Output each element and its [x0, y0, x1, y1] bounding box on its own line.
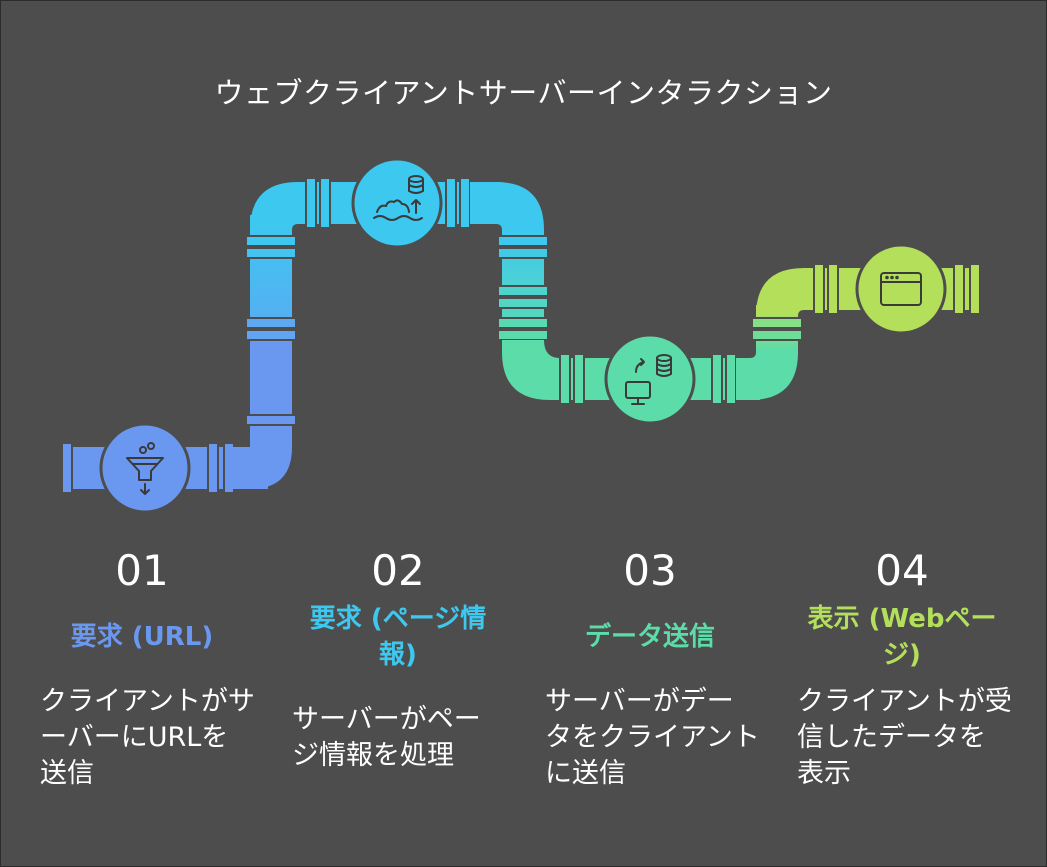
pipe-segment-2 — [300, 177, 570, 400]
step-node-3 — [604, 333, 696, 425]
data-transfer-icon — [625, 354, 672, 405]
step-column-1: 01 要求 (URL) — [27, 545, 257, 655]
step-label: データ送信 — [584, 622, 715, 652]
step-column-3: 03 データ送信 — [535, 545, 765, 655]
step-node-2 — [351, 157, 443, 249]
step-number: 01 — [115, 546, 169, 595]
data-processing-icon — [373, 175, 424, 221]
step-description-2: サーバーがページ情報を処理 — [292, 704, 481, 771]
step-label: 表示 (Webページ) — [807, 604, 997, 670]
step-description-3: サーバーがデータをクライアントに送信 — [545, 686, 760, 789]
step-description-1: クライアントがサーバーにURLを送信 — [40, 686, 255, 789]
browser-window-icon — [880, 272, 922, 306]
step-node-4 — [855, 243, 947, 335]
diagram-title: ウェブクライアントサーバーインタラクション — [214, 76, 833, 110]
funnel-icon — [126, 442, 164, 495]
step-number: 04 — [875, 546, 929, 595]
step-column-4: 04 表示 (Webページ) — [787, 545, 1017, 673]
step-number: 03 — [623, 546, 677, 595]
pipe-segment-1 — [61, 182, 310, 494]
step-column-2: 02 要求 (ページ情報) — [283, 545, 513, 673]
step-label: 要求 (ページ情報) — [309, 604, 487, 670]
step-node-1 — [99, 422, 191, 514]
step-label: 要求 (URL) — [70, 622, 214, 652]
step-number: 02 — [371, 546, 425, 595]
step-description-4: クライアントが受信したデータを表示 — [797, 686, 1012, 789]
